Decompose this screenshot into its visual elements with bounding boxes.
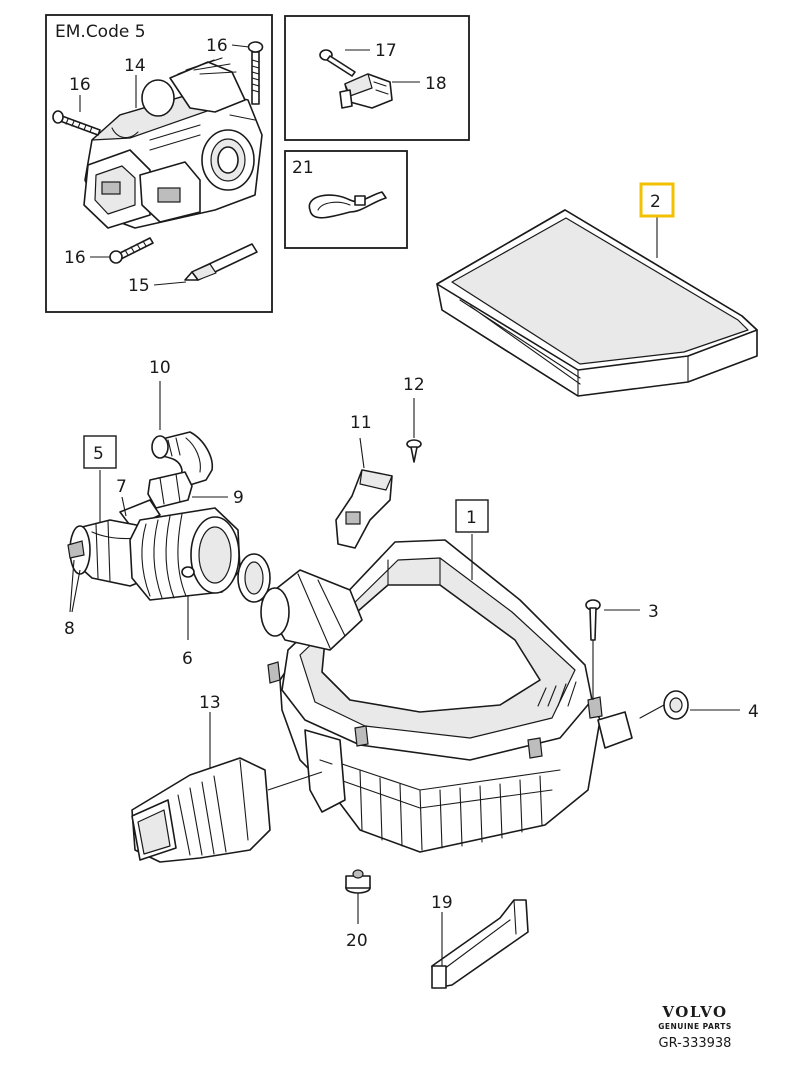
maf-sensor-11: 11 xyxy=(335,413,393,549)
callout-16-top: 16 xyxy=(206,36,228,56)
callout-2-highlight-box xyxy=(639,182,675,218)
bolt-16-left xyxy=(52,110,101,136)
strip-19: 19 xyxy=(431,893,529,989)
air-duct-13: 13 xyxy=(131,693,323,863)
bolt-16-bottom xyxy=(109,237,154,264)
callout-17: 17 xyxy=(375,41,397,61)
callout-9: 9 xyxy=(233,488,244,508)
inset-sensor: 17 18 xyxy=(284,15,470,141)
callout-10: 10 xyxy=(149,358,171,378)
callout-20: 20 xyxy=(346,931,368,951)
callout-12: 12 xyxy=(403,375,425,395)
callout-16-left: 16 xyxy=(69,75,91,95)
brand-block: VOLVO GENUINE PARTS GR-333938 xyxy=(658,1003,732,1051)
cable-tie-21 xyxy=(308,191,387,219)
foot-20: 20 xyxy=(345,869,371,951)
callout-3: 3 xyxy=(648,602,659,622)
air-cleaner-housing-1: 1 xyxy=(260,499,633,853)
callout-4: 4 xyxy=(748,702,759,722)
bellows-6: 6 xyxy=(129,507,241,669)
callout-11: 11 xyxy=(350,413,372,433)
pin-15 xyxy=(184,243,258,281)
screw-3: 3 xyxy=(585,599,659,700)
sensor-18 xyxy=(339,73,393,109)
callout-7: 7 xyxy=(116,477,127,497)
callout-6: 6 xyxy=(182,649,193,669)
screw-17 xyxy=(319,49,356,77)
clamp-9: 9 xyxy=(147,471,244,509)
callout-19: 19 xyxy=(431,893,453,913)
callout-5: 5 xyxy=(93,444,104,464)
hose-10: 10 xyxy=(149,358,214,489)
inset-label: EM.Code 5 xyxy=(55,22,146,42)
grommet-4: 4 xyxy=(639,690,759,722)
brand-tagline: GENUINE PARTS xyxy=(658,1022,732,1031)
seal-ring xyxy=(237,553,271,603)
brand-logo: VOLVO xyxy=(661,1003,727,1021)
callout-21: 21 xyxy=(292,158,314,178)
air-filter-element-2: 2 xyxy=(436,182,758,397)
inset-throttle-body: EM.Code 5 xyxy=(45,14,273,313)
callout-13: 13 xyxy=(199,693,221,713)
screw-12: 12 xyxy=(403,375,425,463)
bolt-16-top xyxy=(247,41,264,105)
diagram-code: GR-333938 xyxy=(659,1036,732,1051)
callout-16-bottom: 16 xyxy=(64,248,86,268)
callout-15: 15 xyxy=(128,276,150,296)
callout-2: 2 xyxy=(650,192,661,212)
callout-18: 18 xyxy=(425,74,447,94)
callout-1: 1 xyxy=(466,508,477,528)
throttle-body-drawing xyxy=(83,57,263,229)
callout-8: 8 xyxy=(64,619,75,639)
inset-cable-tie: 21 xyxy=(284,150,408,249)
callout-14: 14 xyxy=(124,56,146,76)
